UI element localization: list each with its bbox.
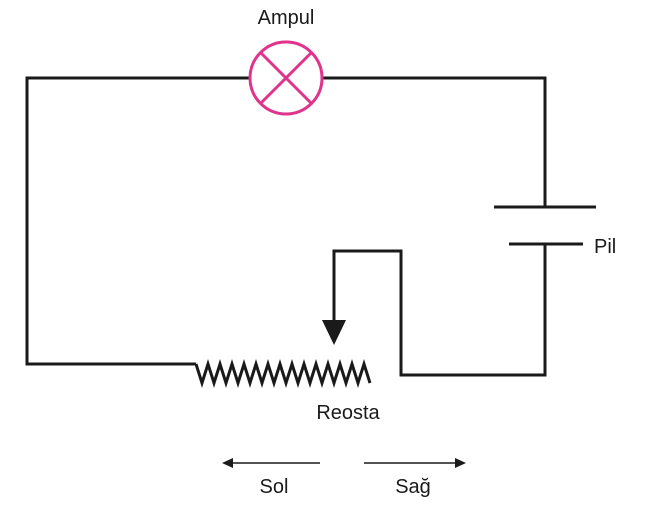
left-direction-label: Sol <box>260 476 289 498</box>
right-arrow-icon <box>364 458 466 468</box>
rheostat-label: Reosta <box>316 402 380 424</box>
left-arrow-icon <box>222 458 320 468</box>
bulb-label: Ampul <box>258 7 315 29</box>
slider-arrowhead <box>322 320 346 345</box>
wire-battery-to-slider <box>332 244 547 377</box>
rheostat-zigzag <box>194 359 372 388</box>
battery-label: Pil <box>594 236 616 258</box>
right-direction-label: Sağ <box>395 476 431 498</box>
wire-top-right <box>323 76 547 207</box>
bulb-icon <box>248 40 324 116</box>
wire-left-top <box>25 76 249 366</box>
